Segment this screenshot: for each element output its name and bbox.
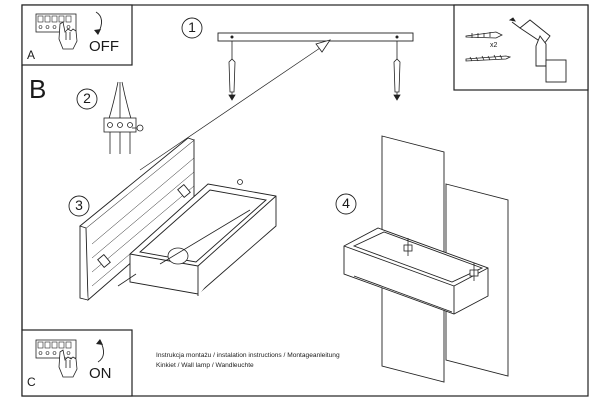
- screw-icon: [117, 179, 243, 287]
- panel-a-letter: A: [27, 48, 36, 62]
- bulb-icon: [159, 209, 251, 265]
- screw-icon: [465, 54, 512, 62]
- panel-c-state: ON: [89, 365, 112, 382]
- step-3-number: 3: [75, 197, 83, 213]
- electric-wires-icon: [103, 81, 144, 154]
- step-2-illustration: [76, 81, 144, 154]
- panel-b-letter: B: [29, 74, 47, 104]
- drill-icon: [508, 17, 567, 83]
- panel-a-state: OFF: [89, 38, 119, 55]
- step-4-number: 4: [342, 195, 350, 211]
- panel-a: [21, 4, 133, 66]
- guide-line: [139, 47, 321, 171]
- caption-line-2: Kinkiet / Wall lamp / Wandleuchte: [156, 362, 254, 369]
- wall-plug-icon: [228, 41, 401, 101]
- lamp-shade: [343, 227, 489, 315]
- step-2-number: 2: [83, 90, 91, 106]
- lamp-box: [129, 183, 277, 296]
- step-1-illustration: [139, 17, 414, 171]
- panel-c: [21, 329, 133, 397]
- step-4-illustration: [335, 135, 509, 383]
- caption-line-1: Instrukcja montażu / instalation instruc…: [156, 352, 340, 359]
- panel-c-letter: C: [27, 375, 36, 389]
- caption: Instrukcja montażu / instalation instruc…: [156, 351, 340, 371]
- step-1-number: 1: [188, 19, 196, 35]
- screw-icon: [403, 238, 479, 281]
- hand-icon: [58, 349, 78, 378]
- tools-box: [453, 4, 589, 91]
- hand-icon: [58, 21, 78, 50]
- step-3-illustration: [68, 137, 277, 301]
- tools-quantity: x2: [490, 42, 498, 49]
- terminal-block-icon: [35, 13, 77, 33]
- wall-plug-icon: [465, 31, 503, 39]
- wall-plate: [79, 137, 195, 301]
- terminal-block-icon: [35, 339, 77, 359]
